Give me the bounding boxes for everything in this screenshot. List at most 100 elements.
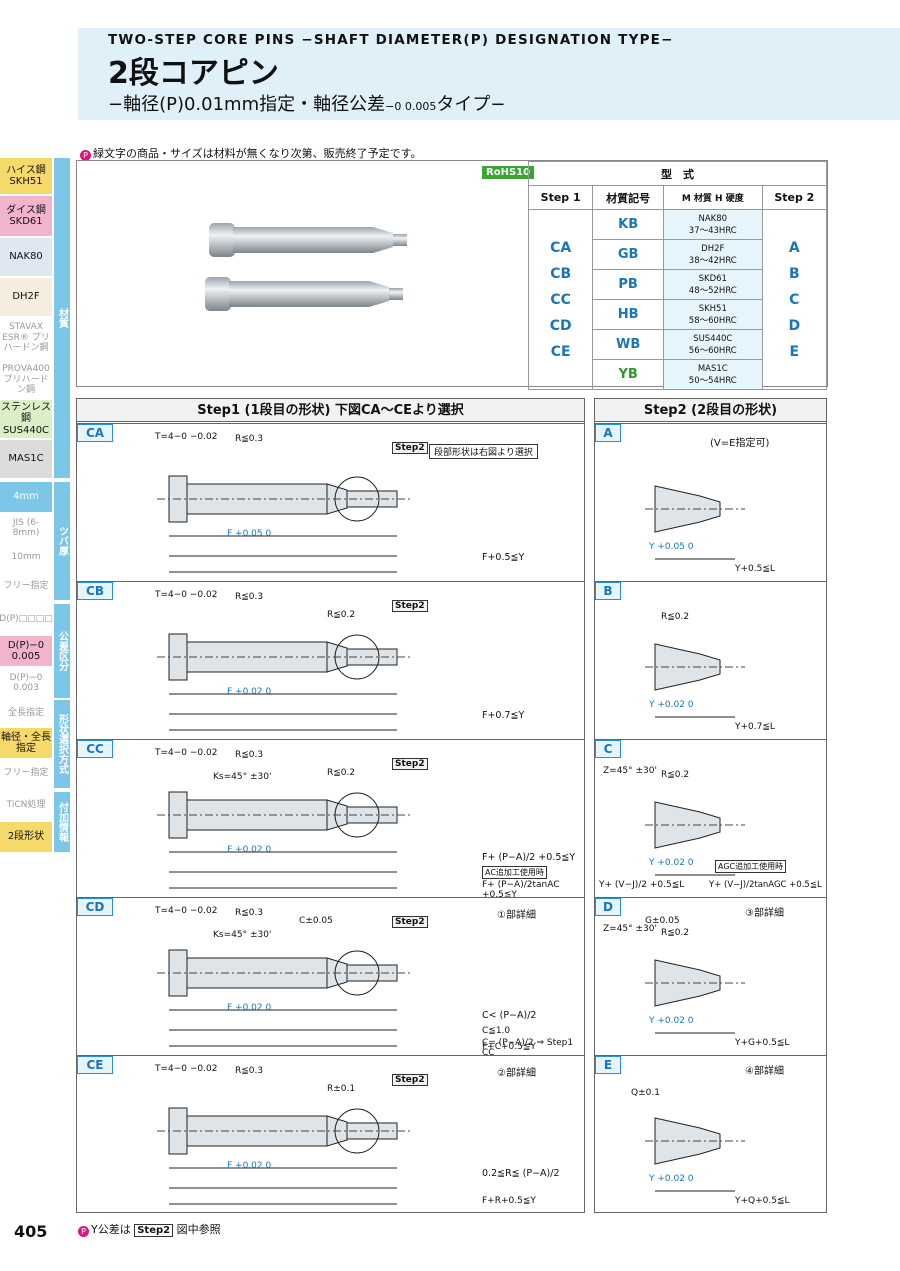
sidebar-thickness-0[interactable]: 4mm	[0, 482, 52, 512]
step1-option: CD	[549, 317, 572, 334]
dim-f: F +0.02 0	[227, 1161, 272, 1171]
sidebar-material-0[interactable]: ハイス鋼 SKH51	[0, 158, 52, 194]
sidebar-extra-tab: 付加情報	[54, 792, 70, 852]
english-title: TWO-STEP CORE PINS −SHAFT DIAMETER(P) DE…	[108, 32, 674, 48]
step1-option: CC	[550, 291, 571, 308]
dim-y: Y +0.02 0	[649, 858, 694, 868]
agc-note: AGC追加工使用時	[715, 860, 787, 873]
dim-t: T=4−0 −0.02	[155, 748, 218, 758]
step2-option: E	[789, 343, 800, 360]
dim-ks: Ks=45° ±30'	[213, 930, 272, 940]
shape-note: 段部形状は右図より選択	[429, 444, 538, 459]
dim-r2: R±0.1	[327, 1084, 356, 1094]
sidebar-tolerance-0[interactable]: D(P)□□□□	[0, 604, 53, 634]
hardness: 50〜54HRC	[688, 375, 737, 386]
note: (V=E指定可)	[710, 438, 770, 449]
formula-1: Y+0.7≦L	[735, 722, 775, 732]
hardness: 38〜42HRC	[688, 255, 737, 266]
dim-t: T=4−0 −0.02	[155, 432, 218, 442]
sidebar-shape-1[interactable]: 軸径・全長 指定	[0, 728, 52, 758]
detail-label: ②部詳細	[497, 1068, 536, 1079]
formula-1: C< (P−A)/2	[482, 1010, 537, 1021]
footer-note-b: 図中参照	[176, 1223, 221, 1236]
formula-1: Y+0.5≦L	[735, 564, 775, 574]
dim-y: Y +0.02 0	[649, 700, 694, 710]
sidebar-tolerance-1[interactable]: D(P)−0 0.005	[0, 636, 52, 666]
panel-label: CA	[77, 424, 113, 442]
step1-title: Step1 (1段目の形状) 下図CA〜CEより選択	[77, 399, 584, 422]
hardness: 37〜43HRC	[688, 225, 737, 236]
step2-option: B	[788, 265, 800, 282]
sidebar-material-5[interactable]: PROVA400 プリハードン鋼	[0, 360, 52, 400]
dim-r: R≦0.2	[661, 612, 690, 622]
step2-callout: Step2	[392, 916, 428, 928]
dim-r: R≦0.3	[235, 908, 264, 918]
formula-3: C≦1.0	[482, 1026, 511, 1036]
footer-mark-icon: P	[78, 1226, 89, 1237]
sidebar-material-7[interactable]: MAS1C	[0, 440, 52, 478]
panel-label: B	[595, 582, 621, 600]
dim-q: Q±0.1	[631, 1088, 660, 1098]
sidebar-tolerance-tab: 公差区分	[54, 604, 70, 698]
material-name: SUS440C	[693, 333, 733, 344]
step2-drawing-c	[645, 801, 745, 876]
spec-table-title: 型 式	[528, 161, 827, 186]
sidebar-material-1[interactable]: ダイス鋼 SKD61	[0, 196, 52, 236]
material-name: SKH51	[698, 303, 727, 314]
step2-callout: Step2	[392, 600, 428, 612]
panel-label: CD	[77, 898, 113, 916]
panel-label: D	[595, 898, 621, 916]
notice-mark-icon: P	[80, 150, 91, 161]
spec-header-step1: Step 1	[527, 185, 594, 210]
sidebar-material-2[interactable]: NAK80	[0, 238, 52, 276]
dim-z: Z=45° ±30'	[603, 766, 657, 776]
dim-r: R≦0.3	[235, 750, 264, 760]
material-name: NAK80	[698, 213, 728, 224]
pin-image-bottom	[205, 277, 403, 311]
material-code: GB	[592, 239, 664, 270]
pin-drawing-ca	[157, 475, 412, 573]
rohs-badge: RoHS10	[482, 166, 535, 179]
sidebar-material-3[interactable]: DH2F	[0, 278, 52, 316]
sidebar-shape-2[interactable]: フリー指定	[0, 760, 52, 786]
subtitle-tolerance: −0 0.005	[385, 100, 437, 113]
formula-1: F+0.5≦Y	[482, 552, 525, 563]
footer-note-a: Y公差は	[91, 1223, 131, 1236]
step2-drawing-d	[645, 959, 745, 1034]
sidebar-thickness-2[interactable]: 10mm	[0, 544, 52, 570]
step2-callout: Step2	[392, 442, 428, 454]
material-name: SKD61	[698, 273, 727, 284]
sidebar-shape-0[interactable]: 全長指定	[0, 700, 52, 726]
sidebar-material-4[interactable]: STAVAX ESR® プリハードン鋼	[0, 318, 52, 358]
sidebar-thickness-1[interactable]: JIS (6-8mm)	[0, 514, 52, 542]
dim-z: Z=45° ±30'	[603, 924, 657, 934]
sidebar-tolerance-2[interactable]: D(P)−0 0.003	[0, 668, 52, 698]
hardness: 58〜60HRC	[688, 315, 737, 326]
sidebar-material-6[interactable]: ステンレス鋼 SUS440C	[0, 400, 52, 438]
material-code: WB	[592, 329, 664, 360]
step1-option: CB	[550, 265, 572, 282]
step1-option: CE	[550, 343, 571, 360]
detail-label: ③部詳細	[745, 908, 784, 919]
subtitle: −軸径(P)0.01mm指定・軸径公差−0 0.005タイプ−	[108, 90, 505, 116]
step2-panel-b: B R≦0.2 Y +0.02 0 Y+0.7≦L	[595, 581, 826, 739]
sidebar-thickness-3[interactable]: フリー指定	[0, 572, 52, 600]
formula-2: Y+ (V−J)/2tanAGC +0.5≦L	[709, 880, 822, 890]
sidebar-extra-1[interactable]: 2段形状	[0, 822, 52, 852]
formula-1: Y+G+0.5≦L	[735, 1038, 790, 1048]
sidebar-extra-0[interactable]: TiCN処理	[0, 792, 52, 818]
dim-f: F +0.02 0	[227, 845, 272, 855]
dim-r: R≦0.2	[661, 770, 690, 780]
dim-f: F +0.02 0	[227, 1003, 272, 1013]
dim-t: T=4−0 −0.02	[155, 906, 218, 916]
dim-y: Y +0.02 0	[649, 1174, 694, 1184]
